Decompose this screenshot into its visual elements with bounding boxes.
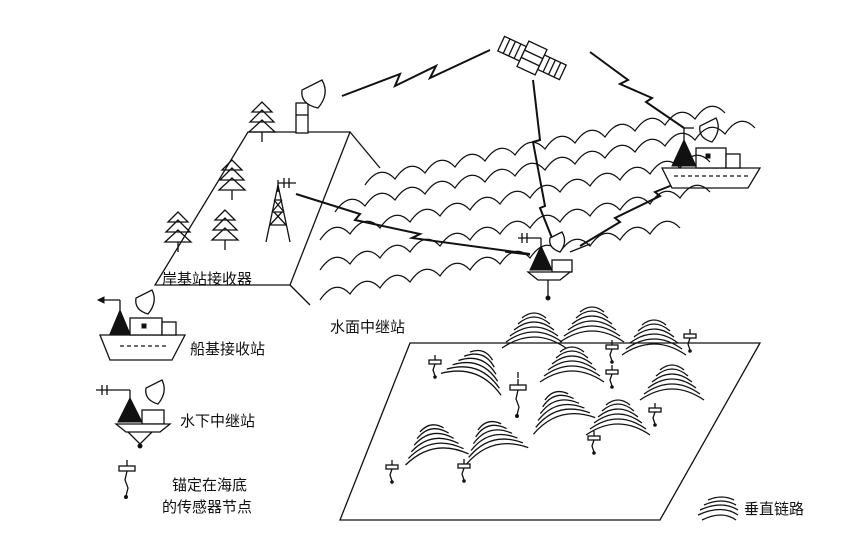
surface-ship-icon	[660, 117, 762, 189]
label-surface-relay: 水面中继站	[330, 318, 406, 336]
label-shore-station: 岸基站接收器	[162, 270, 253, 288]
shore-dish-icon	[295, 79, 326, 134]
acoustic-fans	[398, 306, 705, 466]
legend-ship-icon	[96, 289, 187, 361]
legend-underwater-relay-icon	[96, 379, 172, 449]
seabed-sensors	[385, 328, 697, 484]
label-anchored-sensor-line1: 锚定在海底	[172, 476, 248, 494]
shore-land	[153, 131, 381, 306]
label-ship-station: 船基接收站	[190, 340, 266, 358]
surface-relay-icon	[518, 231, 573, 301]
seabed-plane	[339, 342, 762, 521]
shore-tower-icon	[265, 178, 296, 243]
legend-sensor-icon	[118, 459, 136, 500]
sea-waves	[319, 105, 756, 301]
legend-vertical-link-icon	[697, 496, 739, 521]
label-underwater-relay: 水下中继站	[180, 412, 256, 430]
label-anchored-sensor-line2: 的传感器节点	[162, 498, 253, 516]
satellite-icon	[496, 35, 568, 81]
label-vertical-link: 垂直链路	[744, 500, 805, 518]
